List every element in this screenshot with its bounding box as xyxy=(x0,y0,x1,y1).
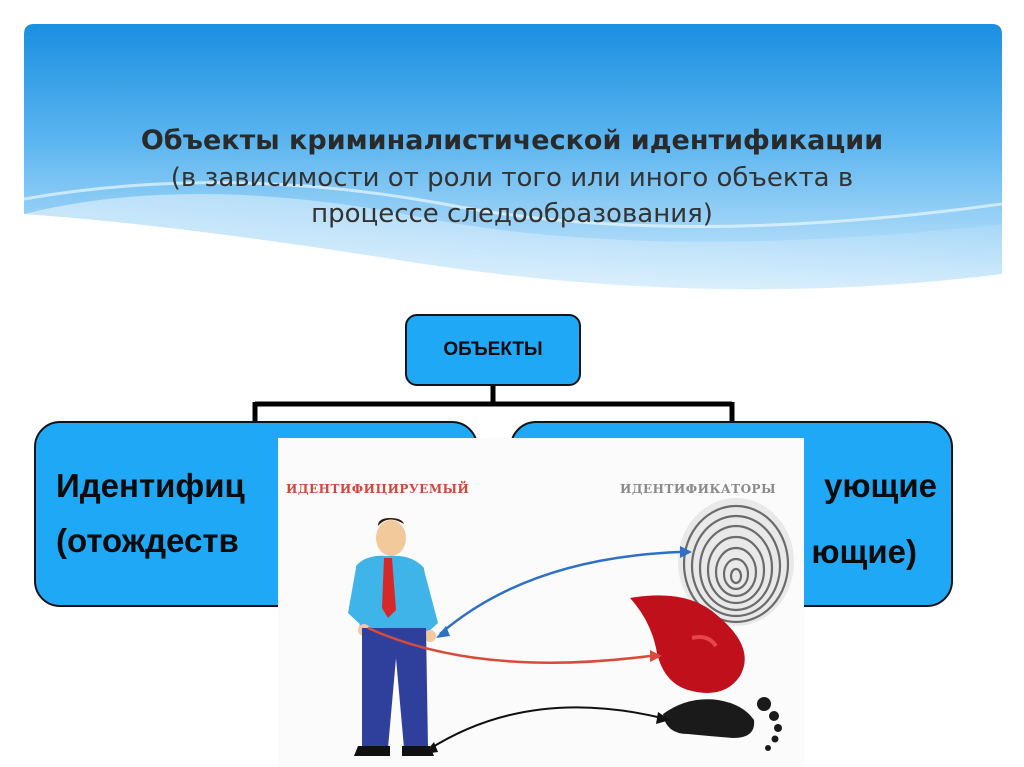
arrow-to-fingerprint xyxy=(439,550,681,635)
identification-illustration: ИДЕНТИФИЦИРУЕМЫЙ ИДЕНТИФИКАТОРЫ xyxy=(278,438,804,767)
root-box-label: ОБЪЕКТЫ xyxy=(443,339,543,360)
footprint-icon xyxy=(663,697,782,751)
fingerprint-icon xyxy=(678,498,794,626)
slide-title: Объекты криминалистической идентификации… xyxy=(60,122,964,232)
title-line-3: процессе следообразования) xyxy=(311,199,713,229)
arrow-to-footprint xyxy=(427,706,663,751)
right-box-line-2: ющие) xyxy=(811,533,917,570)
left-box-line-2: (отождеств xyxy=(56,522,239,559)
left-box-line-1: Идентифиц xyxy=(56,467,245,504)
title-line-2: (в зависимости от роли того или иного об… xyxy=(170,163,854,193)
caption-identified: ИДЕНТИФИЦИРУЕМЫЙ xyxy=(286,482,470,496)
header-wave-band xyxy=(24,24,1002,290)
illustration-drawing xyxy=(348,498,794,756)
arrow-to-blood xyxy=(367,626,651,664)
objects-root-box: ОБЪЕКТЫ xyxy=(405,314,581,386)
right-box-line-1: ующие xyxy=(823,467,937,504)
person-figure xyxy=(348,518,438,756)
title-line-1: Объекты криминалистической идентификации xyxy=(140,125,884,156)
blood-drop-icon xyxy=(630,595,745,693)
caption-identifiers: ИДЕНТИФИКАТОРЫ xyxy=(620,482,776,496)
